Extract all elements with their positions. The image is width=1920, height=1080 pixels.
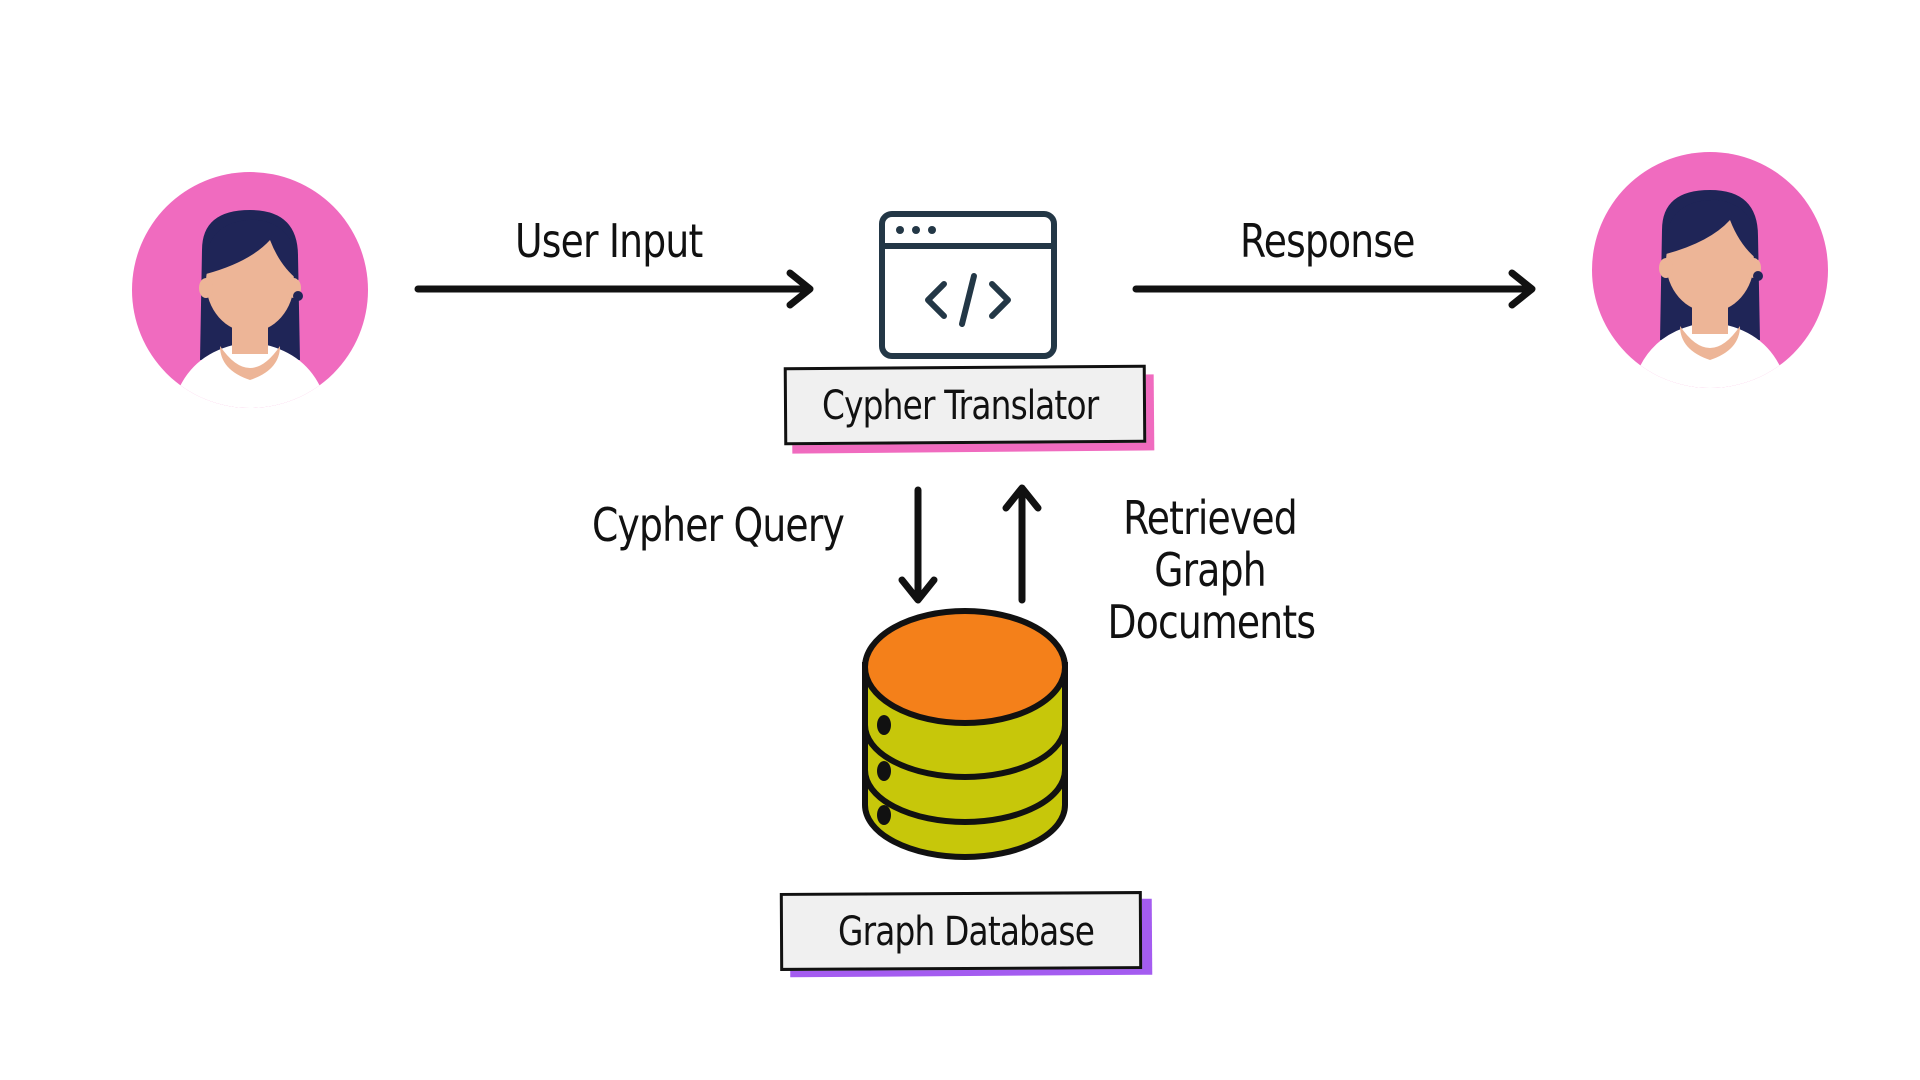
retrieved-graph-documents-label: Retrieved Graph Documents xyxy=(1085,492,1335,648)
arrow-response xyxy=(1132,269,1536,309)
user-avatar-icon xyxy=(132,172,368,408)
graph-line: Graph xyxy=(1154,543,1266,597)
cypher-query-label: Cypher Query xyxy=(592,498,845,552)
documents-line: Documents xyxy=(1107,595,1317,649)
retrieved-line: Retrieved xyxy=(1123,491,1298,545)
arrow-user-input xyxy=(414,269,814,309)
user-avatar-right xyxy=(1592,152,1828,388)
code-window-icon xyxy=(879,211,1057,359)
arrow-cypher-query xyxy=(898,486,938,604)
user-avatar-icon xyxy=(1592,152,1828,388)
graph-database-label: Graph Database xyxy=(838,909,1095,955)
user-input-label: User Input xyxy=(515,214,703,268)
cypher-translator-label: Cypher Translator xyxy=(822,383,1099,429)
arrow-retrieved-documents xyxy=(1002,484,1042,604)
user-avatar-left xyxy=(132,172,368,408)
database-cylinder-icon xyxy=(862,608,1068,860)
response-label: Response xyxy=(1240,214,1415,268)
